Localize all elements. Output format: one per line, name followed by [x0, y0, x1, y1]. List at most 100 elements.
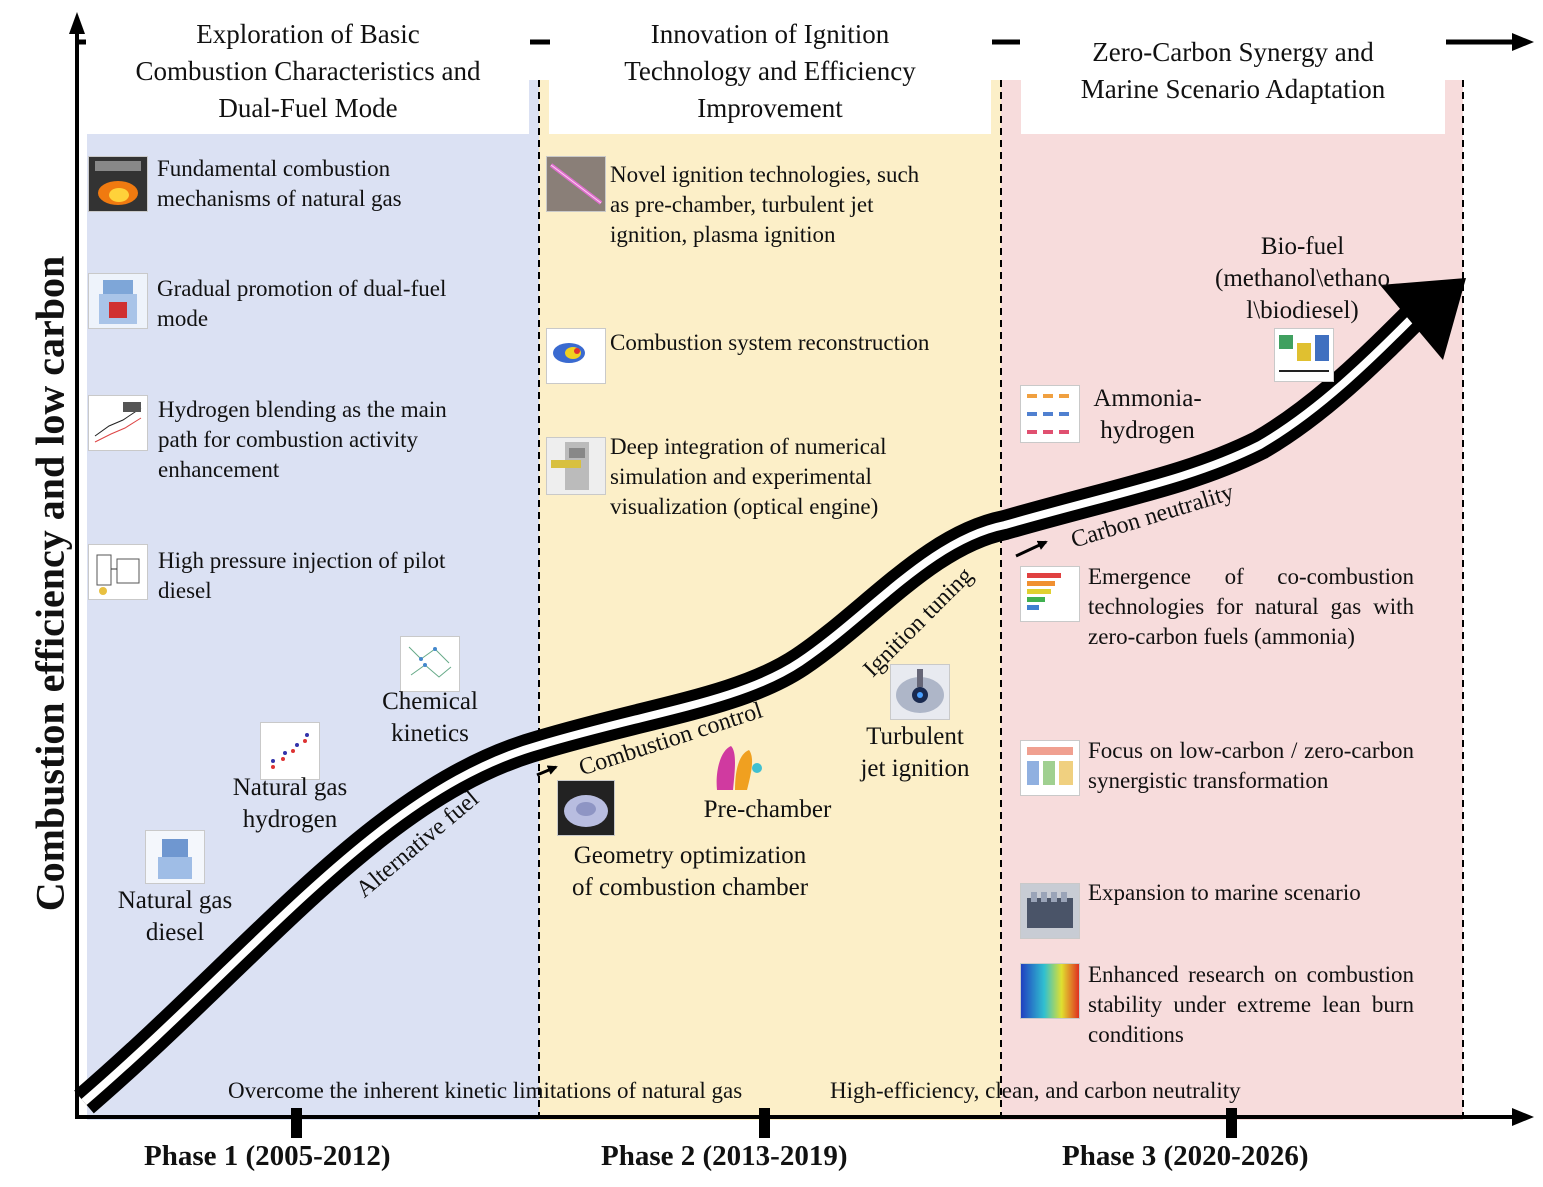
flame-photo-icon: [88, 156, 148, 212]
hydrogen-chart-icon: [88, 395, 148, 451]
item-line: path for combustion activity: [158, 427, 418, 452]
chemical-kinetics-icon: [400, 636, 460, 692]
phase2-tick: [759, 1108, 770, 1138]
item-line: visualization (optical engine): [610, 494, 879, 519]
phase1-header-line: Combustion Characteristics and: [135, 56, 481, 86]
phase1-header: Exploration of Basic Combustion Characte…: [87, 16, 529, 134]
synergy-flow-icon: [1020, 740, 1080, 796]
label-line: Natural gas: [117, 887, 233, 914]
phase1-label-axis: Phase 1 (2005-2012): [144, 1140, 391, 1172]
item-line: diesel: [158, 578, 212, 603]
item-line: simulation and experimental: [610, 464, 872, 489]
item-line: mode: [157, 306, 209, 331]
ng-diesel-engine-icon: [145, 830, 205, 884]
label-line: Turbulent: [866, 723, 964, 750]
label-line: Ammonia-: [1093, 385, 1202, 412]
phase2-header: Innovation of Ignition Technology and Ef…: [549, 16, 991, 134]
phase2-item: Combustion system reconstruction: [610, 328, 990, 358]
phase2-header-line: Improvement: [697, 93, 843, 123]
turbulent-jet-icon: [890, 664, 950, 720]
phase2-item: Novel ignition technologies, such as pre…: [610, 160, 990, 250]
small-arrow: [536, 765, 558, 777]
label-line: l\biodiesel): [1246, 297, 1359, 324]
small-arrow: [1015, 540, 1048, 558]
phase3-label: Bio-fuel (methanol\ethano l\biodiesel): [1195, 231, 1410, 327]
y-axis-arrowhead: [69, 12, 85, 34]
phase3-item: Emergence of co-combustion technologies …: [1088, 564, 1414, 649]
combustion-system-icon: [546, 328, 606, 384]
phase3-item: Focus on low-carbon / zero-carbon synerg…: [1088, 738, 1414, 793]
development-curve-inner: [81, 307, 1423, 1106]
phase3-header: Zero-Carbon Synergy and Marine Scenario …: [1021, 34, 1445, 134]
item-line: Fundamental combustion: [157, 156, 391, 181]
item-line: High pressure injection of pilot: [158, 548, 446, 573]
phase3-label: Ammonia- hydrogen: [1080, 383, 1215, 447]
phase2-label-axis: Phase 2 (2013-2019): [601, 1140, 848, 1172]
item-line: Hydrogen blending as the main: [158, 397, 447, 422]
phase3-item: Expansion to marine scenario: [1088, 880, 1361, 905]
label-line: diesel: [145, 919, 205, 946]
phase1-header-line: Dual-Fuel Mode: [218, 93, 398, 123]
y-axis-title: Combustion efficiency and low carbon: [27, 255, 73, 912]
label-line: of combustion chamber: [571, 874, 809, 901]
item-line: as pre-chamber, turbulent jet: [610, 192, 874, 217]
phase3-header-line: Zero-Carbon Synergy and: [1092, 37, 1374, 67]
combustion-chamber-icon: [557, 780, 615, 836]
marine-engine-icon: [1020, 883, 1080, 939]
phase1-item: High pressure injection of pilot diesel: [158, 546, 518, 606]
phase2-label: Pre-chamber: [690, 794, 845, 826]
bottom-text-right: High-efficiency, clean, and carbon neutr…: [830, 1078, 1241, 1103]
label-line: (methanol\ethano: [1215, 265, 1390, 292]
phase2-header-line: Technology and Efficiency: [624, 56, 916, 86]
item-line: enhancement: [158, 457, 280, 482]
ng-hydrogen-plot-icon: [260, 722, 320, 780]
phase1-item: Gradual promotion of dual-fuel mode: [157, 274, 517, 334]
phase2-panel: [539, 80, 1001, 1120]
optical-engine-icon: [546, 437, 606, 495]
stability-map-icon: [1020, 963, 1080, 1019]
item-line: Deep integration of numerical: [610, 434, 887, 459]
label-line: jet ignition: [860, 755, 970, 782]
phase1-header-line: Exploration of Basic: [196, 19, 420, 49]
phase3-item: Enhanced research on combustion stabilit…: [1088, 962, 1414, 1047]
curve-arrowhead: [1380, 278, 1466, 360]
label-line: hydrogen: [242, 806, 338, 833]
ammonia-hydrogen-icon: [1020, 385, 1080, 443]
bottom-text-left: Overcome the inherent kinetic limitation…: [228, 1078, 743, 1103]
top-timeline-arrowhead: [1512, 33, 1534, 51]
x-axis-arrowhead: [1512, 1108, 1534, 1126]
phase2-label: Turbulent jet ignition: [850, 721, 980, 785]
label-line: hydrogen: [1100, 417, 1195, 444]
phase3-label-axis: Phase 3 (2020-2026): [1062, 1140, 1309, 1172]
phase1-item: Fundamental combustion mechanisms of nat…: [157, 154, 517, 214]
phase3-header-line: Marine Scenario Adaptation: [1080, 74, 1386, 104]
item-line: Novel ignition technologies, such: [610, 162, 920, 187]
pre-chamber-icon: [707, 740, 765, 794]
item-line: Gradual promotion of dual-fuel: [157, 276, 447, 301]
item-line: mechanisms of natural gas: [157, 186, 402, 211]
label-line: kinetics: [391, 720, 469, 747]
phase1-label: Natural gas hydrogen: [210, 772, 370, 836]
plasma-ignition-icon: [546, 156, 606, 212]
phase3-tick: [1226, 1108, 1237, 1138]
phase1-item: Hydrogen blending as the main path for c…: [158, 395, 518, 485]
phase1-panel: [87, 80, 539, 1120]
phase2-label: Geometry optimization of combustion cham…: [545, 840, 835, 904]
label-line: Geometry optimization: [573, 842, 807, 869]
phase1-label: Natural gas diesel: [100, 885, 250, 949]
label-line: Natural gas: [232, 774, 348, 801]
biofuel-system-icon: [1274, 328, 1334, 382]
label-line: Bio-fuel: [1260, 233, 1345, 260]
item-line: Combustion system reconstruction: [610, 330, 930, 355]
phase2-item: Deep integration of numerical simulation…: [610, 432, 990, 522]
phase2-header-line: Innovation of Ignition: [650, 19, 890, 49]
cocombustion-chart-icon: [1020, 566, 1080, 622]
engine-cylinder-icon: [88, 273, 148, 329]
label-line: Chemical: [382, 688, 478, 715]
label-line: Pre-chamber: [703, 796, 832, 823]
item-line: ignition, plasma ignition: [610, 222, 836, 247]
phase1-label: Chemical kinetics: [360, 686, 500, 750]
phase1-tick: [291, 1108, 302, 1138]
injection-system-icon: [88, 544, 148, 600]
